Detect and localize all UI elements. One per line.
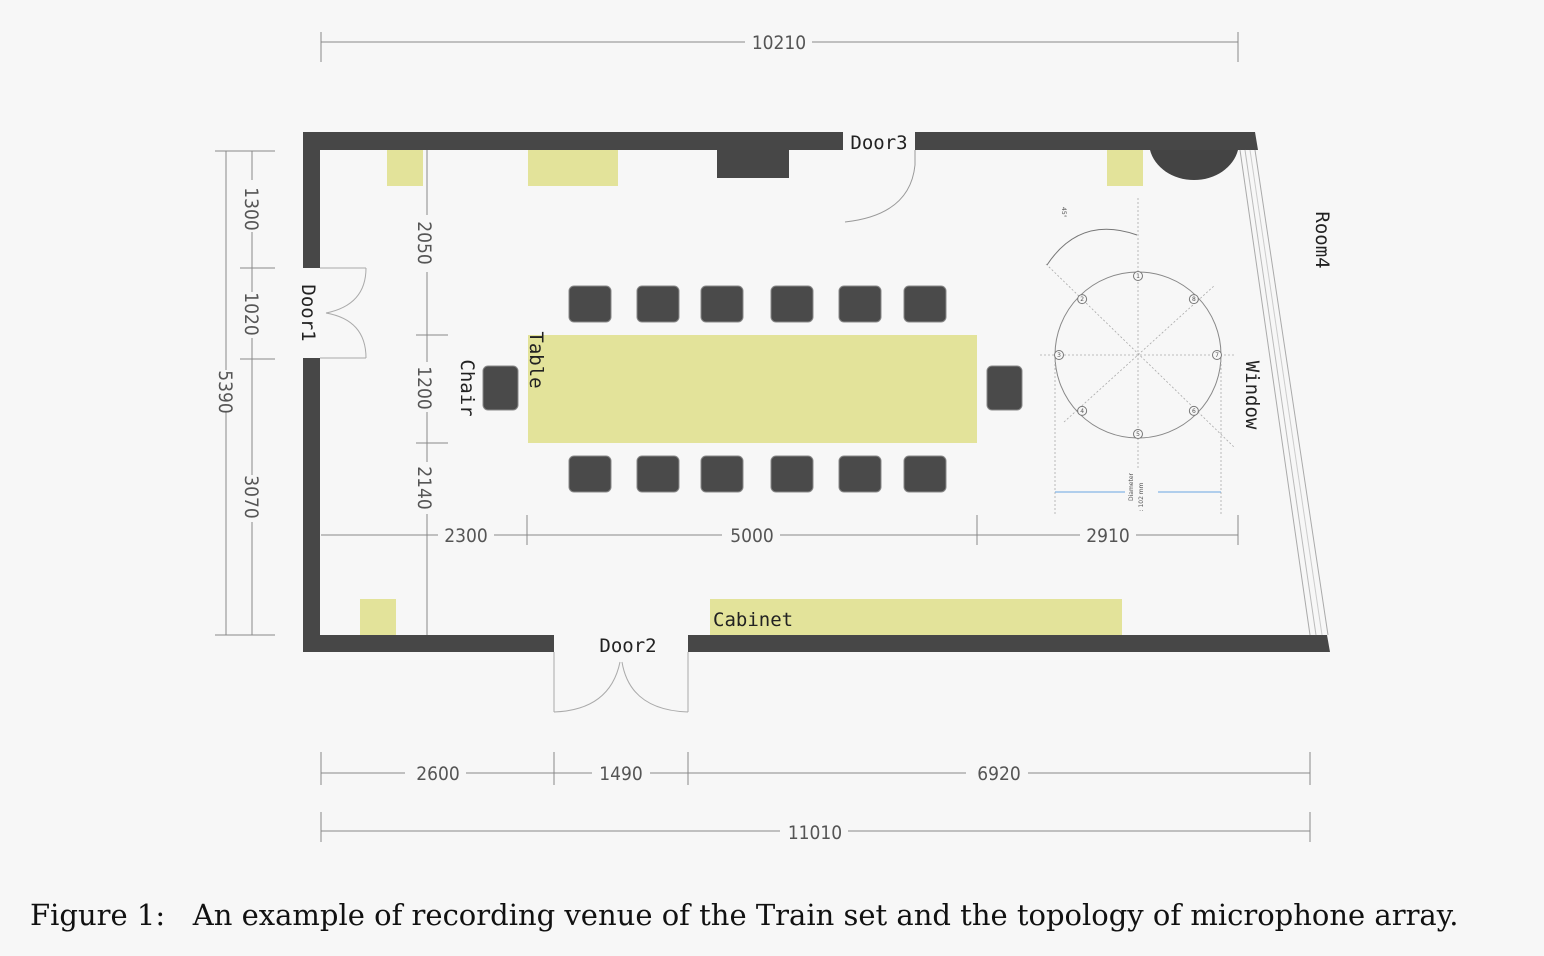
chair xyxy=(636,285,680,323)
mic-label: 3 xyxy=(1057,352,1061,359)
microphone-array: 45° Diameter : 102 mm 1 2 3 4 5 6 7 8 xyxy=(1040,198,1236,515)
room4-label: Room4 xyxy=(1311,211,1333,268)
dim-bottom: 2600 1490 6920 11010 xyxy=(320,752,1311,844)
speaker-box xyxy=(360,599,396,635)
dim-label: 5390 xyxy=(214,370,236,414)
table-label: Table xyxy=(525,331,547,388)
chair xyxy=(838,455,882,493)
mic-label: 5 xyxy=(1136,431,1140,438)
dim-label: 2300 xyxy=(444,525,488,547)
mic-label: 7 xyxy=(1215,352,1219,359)
dim-label: 11010 xyxy=(788,822,842,844)
dim-label: 2910 xyxy=(1086,525,1130,547)
dim-label: 1490 xyxy=(599,763,643,785)
shelf xyxy=(528,150,618,186)
dim-label: 5000 xyxy=(730,525,774,547)
chair xyxy=(636,455,680,493)
angle-label: 45° xyxy=(1060,207,1067,218)
speaker-box xyxy=(387,150,423,186)
dim-label: 10210 xyxy=(752,32,806,54)
chairs xyxy=(482,285,1023,493)
dim-label: 1200 xyxy=(413,366,435,410)
column xyxy=(717,150,789,178)
figure-caption: Figure 1: An example of recording venue … xyxy=(30,898,1458,932)
diameter-value: : 102 mm xyxy=(1138,482,1145,511)
dim-mid: 2300 5000 2910 xyxy=(321,515,1239,547)
table xyxy=(528,335,977,443)
chair xyxy=(568,455,612,493)
chair xyxy=(903,285,947,323)
plant xyxy=(1150,150,1238,181)
caption-label: Figure 1: xyxy=(30,898,166,932)
dim-label: 3070 xyxy=(240,475,262,519)
cabinet xyxy=(710,599,1122,635)
dim-label: 6920 xyxy=(977,763,1021,785)
mic-marker xyxy=(1188,405,1199,416)
mic-label: 6 xyxy=(1192,408,1196,415)
mic-marker xyxy=(1188,294,1199,305)
chair xyxy=(482,365,519,411)
mic-marker xyxy=(1133,271,1143,281)
chair xyxy=(700,285,744,323)
dim-inner-vertical: 2050 1200 2140 xyxy=(413,150,448,635)
dim-label: 1300 xyxy=(240,187,262,231)
walls xyxy=(303,132,1330,652)
mic-label: 2 xyxy=(1080,296,1084,303)
mic-label: 4 xyxy=(1080,408,1084,415)
dim-top-total: 10210 xyxy=(320,32,1239,62)
speaker-box xyxy=(1107,150,1143,186)
door1-label: Door1 xyxy=(297,284,319,341)
door2[interactable]: Door2 xyxy=(553,635,689,713)
chair xyxy=(903,455,947,493)
chair xyxy=(838,285,882,323)
mic-label: 1 xyxy=(1136,273,1140,280)
mic-marker xyxy=(1212,350,1222,360)
dim-label: 2050 xyxy=(413,221,435,265)
door3-label: Door3 xyxy=(850,132,907,154)
mic-marker xyxy=(1077,405,1088,416)
chair xyxy=(568,285,612,323)
chair-label: Chair xyxy=(456,359,478,416)
chair xyxy=(986,365,1023,411)
window-label: Window xyxy=(1241,361,1263,430)
cabinet-label: Cabinet xyxy=(713,609,793,631)
mic-marker xyxy=(1054,350,1064,360)
dim-label: 2600 xyxy=(416,763,460,785)
mic-label: 8 xyxy=(1192,296,1196,303)
dim-label: 2140 xyxy=(413,466,435,510)
mic-marker xyxy=(1077,294,1088,305)
dim-left: 5390 1300 1020 3070 xyxy=(214,150,275,636)
caption-text: An example of recording venue of the Tra… xyxy=(192,898,1459,932)
door1[interactable]: Door1 xyxy=(297,267,367,359)
chair xyxy=(770,455,814,493)
dim-label: 1020 xyxy=(240,292,262,336)
door2-label: Door2 xyxy=(599,635,656,657)
mic-marker xyxy=(1133,429,1143,439)
diameter-label: Diameter xyxy=(1128,472,1135,501)
furniture: Table Cabinet Chair xyxy=(360,150,1238,635)
door3[interactable]: Door3 xyxy=(844,132,916,223)
chair xyxy=(700,455,744,493)
chair xyxy=(770,285,814,323)
